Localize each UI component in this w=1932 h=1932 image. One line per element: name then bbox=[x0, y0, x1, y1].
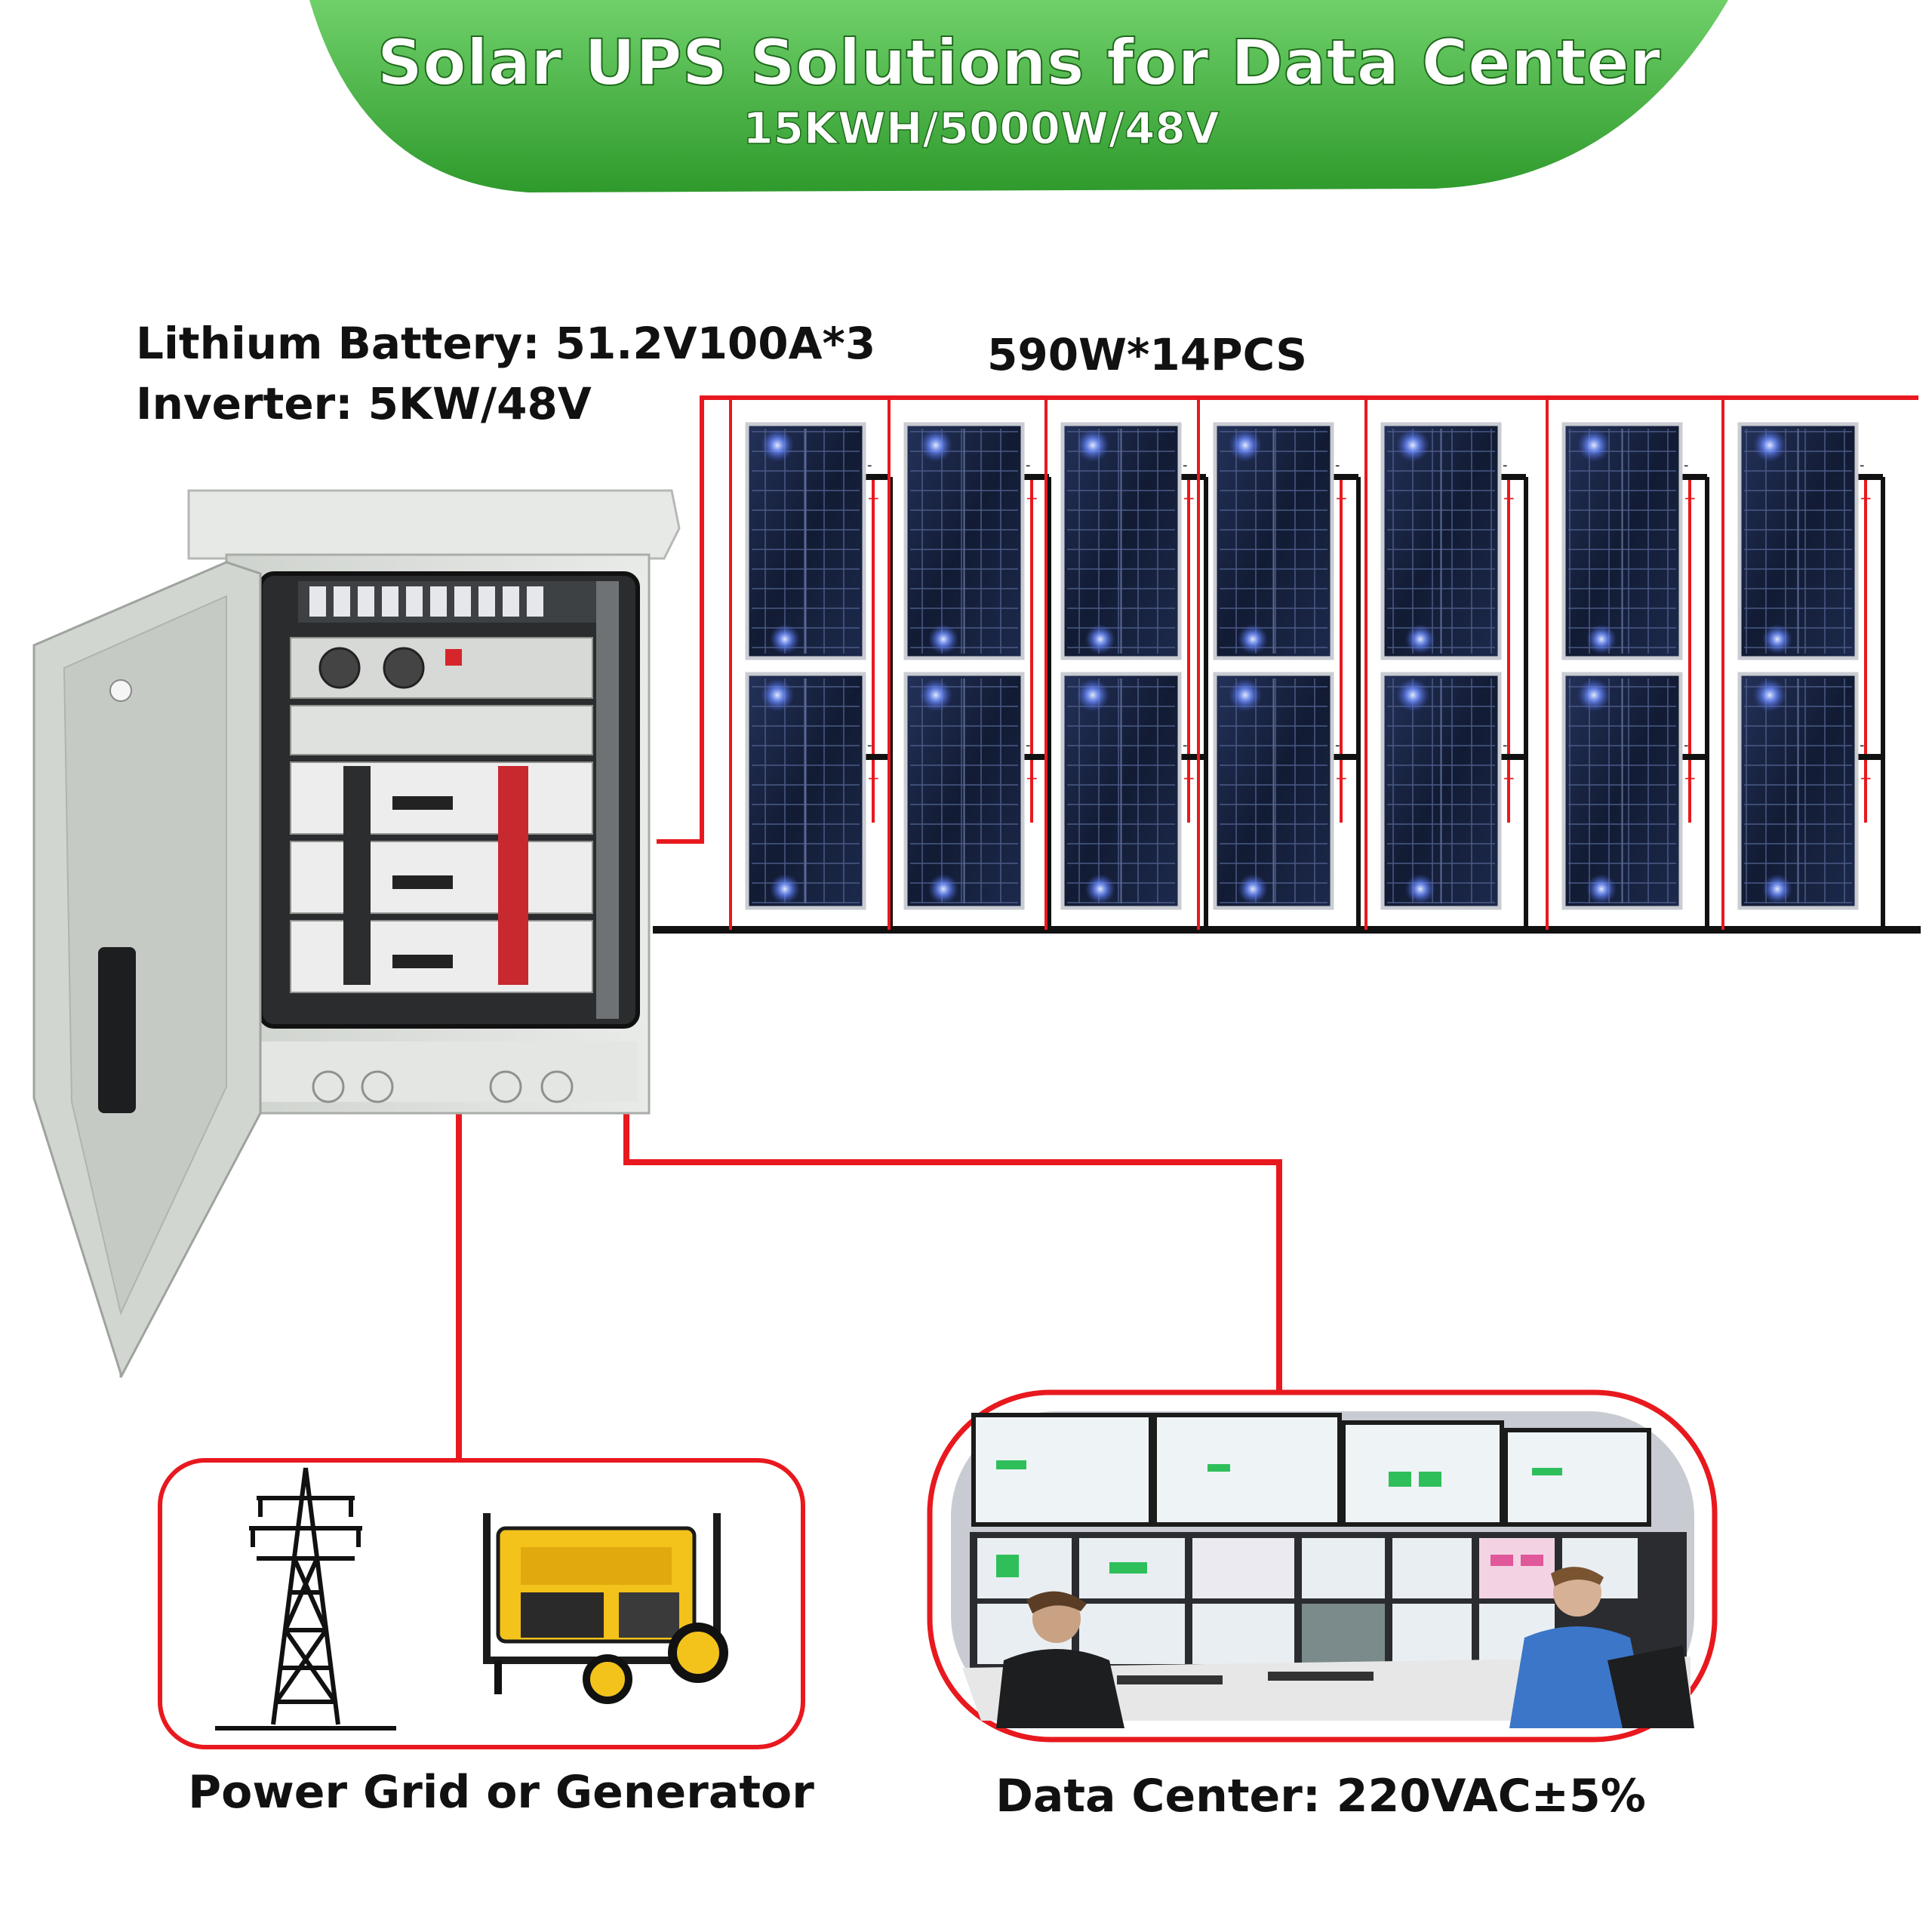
solar-panel bbox=[1060, 672, 1182, 910]
minus-terminal-label: - bbox=[1335, 457, 1340, 473]
operator-left bbox=[996, 1591, 1124, 1728]
plus-terminal-label: + bbox=[867, 769, 880, 787]
control-room-scene bbox=[951, 1411, 1694, 1728]
minus-terminal-label: - bbox=[1503, 737, 1508, 753]
monitor-screen bbox=[1503, 1428, 1651, 1527]
page-title: Solar UPS Solutions for Data Center bbox=[377, 26, 1661, 100]
minus-terminal-label: - bbox=[1183, 457, 1188, 473]
plus-terminal-label: + bbox=[1860, 769, 1872, 787]
page-subtitle: 15KWH/5000W/48V bbox=[743, 103, 1220, 154]
minus-terminal-label: - bbox=[867, 737, 872, 753]
plus-terminal-label: + bbox=[1860, 489, 1872, 507]
ups-cabinet bbox=[32, 489, 681, 1378]
grid-generator-box bbox=[158, 1458, 805, 1749]
monitor-screen bbox=[1192, 1604, 1294, 1664]
plus-terminal-label: + bbox=[1684, 769, 1697, 787]
solar-panel bbox=[1380, 422, 1502, 660]
solar-panel bbox=[903, 672, 1025, 910]
plus-terminal-label: + bbox=[1183, 489, 1195, 507]
minus-terminal-label: - bbox=[1860, 457, 1865, 473]
solar-panel bbox=[903, 422, 1025, 660]
minus-terminal-label: - bbox=[1684, 737, 1689, 753]
datacenter-wire bbox=[623, 1109, 1282, 1392]
fan-icon bbox=[318, 647, 361, 689]
monitor-screen bbox=[1392, 1538, 1472, 1598]
plus-terminal-label: + bbox=[867, 489, 880, 507]
minus-terminal-label: - bbox=[1026, 737, 1031, 753]
minus-terminal-label: - bbox=[867, 457, 872, 473]
minus-terminal-label: - bbox=[1860, 737, 1865, 753]
solar-panel bbox=[1380, 672, 1502, 910]
monitor-screen bbox=[971, 1413, 1153, 1527]
minus-terminal-label: - bbox=[1503, 457, 1508, 473]
monitor-screen bbox=[1479, 1538, 1555, 1598]
transmission-tower-icon bbox=[215, 1467, 396, 1730]
solar-panel bbox=[1213, 672, 1334, 910]
ac-wiring bbox=[456, 1109, 1282, 1460]
cabinet-roof bbox=[187, 489, 681, 560]
monitor-screen bbox=[1192, 1538, 1294, 1598]
door-handle bbox=[98, 947, 136, 1113]
solar-panel bbox=[1561, 422, 1683, 660]
monitor-screen bbox=[1302, 1538, 1385, 1598]
solar-panel bbox=[745, 672, 866, 910]
plus-terminal-label: + bbox=[1335, 489, 1348, 507]
plus-terminal-label: + bbox=[1183, 769, 1195, 787]
monitor-screen bbox=[1302, 1604, 1385, 1664]
minus-terminal-label: - bbox=[1026, 457, 1031, 473]
datacenter-caption: Data Center: 220VAC±5% bbox=[995, 1770, 1646, 1823]
breaker-row bbox=[309, 586, 543, 617]
generator-icon bbox=[483, 1513, 728, 1704]
solar-panel bbox=[1737, 672, 1859, 910]
solar-array-label: 590W*14PCS bbox=[987, 329, 1307, 380]
monitor-screen bbox=[1392, 1604, 1472, 1664]
battery-spec: Lithium Battery: 51.2V100A*3 bbox=[136, 318, 875, 369]
solar-panel bbox=[1060, 422, 1182, 660]
monitor-screen bbox=[977, 1538, 1072, 1598]
fan-icon bbox=[383, 647, 425, 689]
monitor-screen bbox=[1079, 1604, 1185, 1664]
minus-terminal-label: - bbox=[1684, 457, 1689, 473]
solar-panel bbox=[1737, 422, 1859, 660]
solar-panel bbox=[1561, 672, 1683, 910]
plus-terminal-label: + bbox=[1026, 489, 1038, 507]
plus-terminal-label: + bbox=[1503, 489, 1515, 507]
plus-terminal-label: + bbox=[1026, 769, 1038, 787]
grid-generator-caption: Power Grid or Generator bbox=[188, 1766, 814, 1819]
solar-wiring bbox=[653, 395, 1921, 934]
header-banner bbox=[309, 0, 1728, 192]
solar-array: - + - + - + - + - + - + - + - + - + - + - + - + - + - + bbox=[745, 422, 1872, 910]
minus-terminal-label: - bbox=[1183, 737, 1188, 753]
solar-panel bbox=[1213, 422, 1334, 660]
minus-terminal-label: - bbox=[1335, 737, 1340, 753]
battery-modules bbox=[290, 761, 593, 993]
solar-panel bbox=[745, 422, 866, 660]
inverter-spec: Inverter: 5KW/48V bbox=[136, 378, 592, 429]
plus-terminal-label: + bbox=[1503, 769, 1515, 787]
plus-terminal-label: + bbox=[1684, 489, 1697, 507]
positive-bus-wire bbox=[657, 395, 1918, 844]
plus-terminal-label: + bbox=[1335, 769, 1348, 787]
operator-right bbox=[1509, 1567, 1694, 1728]
monitor-screen bbox=[1152, 1413, 1342, 1527]
